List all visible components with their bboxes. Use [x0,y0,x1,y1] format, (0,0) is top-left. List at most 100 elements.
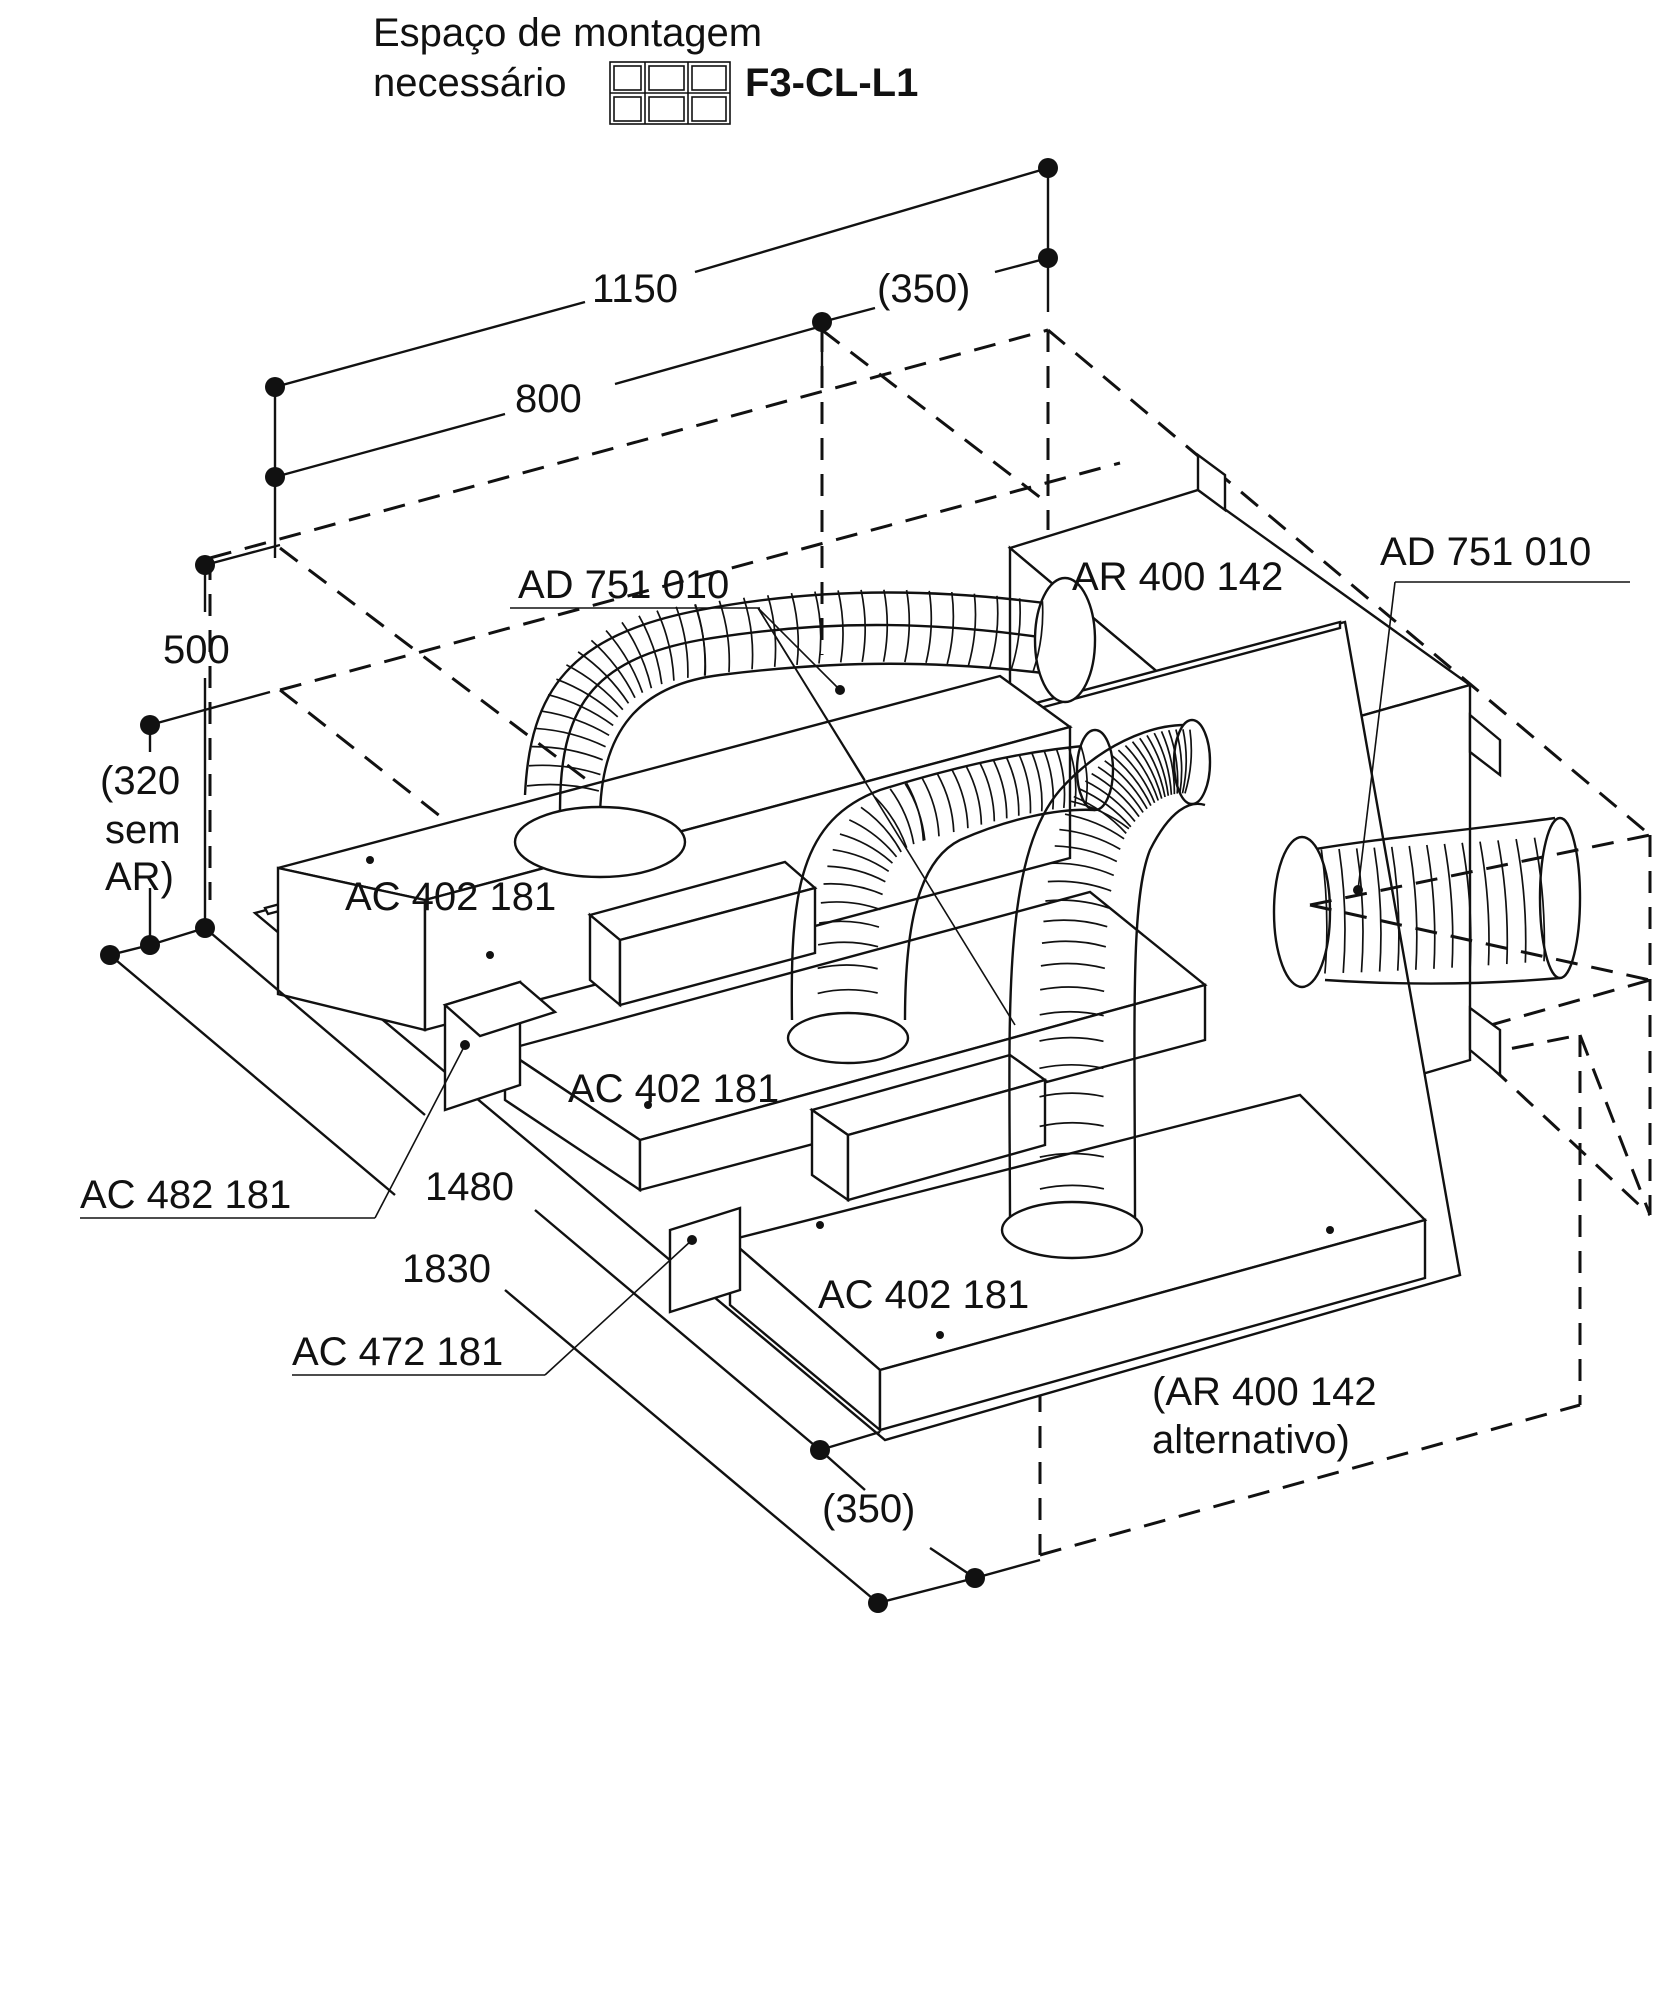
duct-rib [1005,756,1020,816]
duct-rib [790,592,800,666]
duct-rib [1018,754,1032,814]
dim-1830: 1830 [402,1247,491,1291]
duct-rib [827,865,886,883]
duct-rib [1039,1092,1104,1098]
duct-rib [1039,986,1105,993]
duct-rib [1045,899,1110,909]
duct-rib [951,769,969,829]
duct-rib [742,597,754,670]
duct-rib [817,941,879,948]
duct-rib [1443,843,1454,968]
duct-rib [1533,837,1546,962]
duct-rib [531,745,603,761]
duct-rib [1408,845,1418,970]
duct-rib [1146,734,1170,796]
duct-rib [541,710,610,737]
duct-rib [1032,601,1044,673]
duct-rib [1355,848,1364,973]
duct-rib [1497,840,1509,965]
duct-rib [675,606,689,678]
duct-rib [1084,780,1136,822]
duct-rib [1131,741,1163,799]
duct-rib [1043,919,1108,928]
duct-rib [1050,862,1115,877]
label-ar400142-alt-line1: (AR 400 142 [1152,1370,1377,1414]
duct-rib [1043,749,1055,810]
label-ad751010-right: AD 751 010 [1380,530,1591,574]
duct-rib [1047,880,1112,892]
duct-rib [889,788,915,845]
duct-rib [1479,841,1490,966]
label-ac402181-3: AC 402 181 [818,1273,1029,1317]
duct-right [1272,816,1651,989]
duct-rib [1039,1152,1104,1158]
duct-rib [921,778,940,837]
label-ad751010-left: AD 751 010 [518,563,729,607]
duct-rib [1078,788,1132,828]
duct-rib [1117,749,1156,804]
duct-rib [1039,1010,1104,1017]
duct-rib [1059,828,1121,850]
dim-320-line1: (320 [100,759,180,803]
duct-rib [1064,813,1125,840]
duct-rib [1097,766,1144,813]
duct-rib [621,621,653,689]
dim-320-line3: AR) [105,855,174,899]
duct-rib [526,783,600,792]
duct-rib [547,693,614,727]
duct-rib [965,766,983,825]
duct-rib [1055,748,1066,809]
duct-rib [1039,1184,1105,1190]
duct-rib [1110,754,1152,806]
dim-320-line2: sem [105,808,181,852]
duct-rib [1160,731,1176,795]
duct-rib [823,882,883,896]
duct-rib [1039,1063,1104,1070]
duct-rib [577,651,630,704]
dim-1480: 1480 [425,1165,514,1209]
duct-rib [1041,940,1107,948]
duct-rib [817,988,878,995]
duct-front [1000,718,1212,1260]
duct-rib [1373,847,1382,972]
duct-rib [1181,729,1188,794]
duct-rib [1461,842,1472,967]
duct-rib [656,610,675,681]
duct-ribs [526,589,1546,1190]
duct-rib [904,589,911,663]
duct-rib [946,591,955,665]
duct-rib [766,594,777,667]
duct-rib [1184,729,1193,794]
duct-rib [1030,751,1043,812]
duct-rib [1338,848,1346,973]
duct-rib [1426,844,1436,969]
duct-middle [786,728,1115,1065]
duct-rib [860,806,902,853]
duct-rib [1515,838,1527,963]
duct-rib [1124,745,1160,801]
duct-rib [860,589,867,663]
duct-rib [817,964,878,970]
label-ar400142: AR 400 142 [1072,555,1283,599]
label-ar400142-alt-line2: alternativo) [1152,1418,1350,1462]
duct-rib [874,796,908,849]
header-model: F3-CL-L1 [745,61,918,105]
duct-rib [992,759,1008,819]
duct-left [513,576,1097,879]
label-ac402181-2: AC 402 181 [568,1067,779,1111]
duct-rib [1010,598,1022,671]
duct-rib [1167,729,1179,794]
header-line2: necessário [373,61,566,105]
label-ac482181: AC 482 181 [80,1173,291,1217]
duct-rib [905,782,925,841]
label-ac402181-1: AC 402 181 [345,875,556,919]
dim-350-bottom: (350) [822,1487,915,1531]
dim-350-top: (350) [877,267,970,311]
dimension-dots [100,158,1058,1613]
duct-rib [590,639,636,699]
duct-rib [1039,1121,1104,1128]
duct-rib [1139,737,1166,798]
duct-rib [988,595,999,668]
duct-rib [528,764,601,776]
duct-rib [1073,795,1127,834]
